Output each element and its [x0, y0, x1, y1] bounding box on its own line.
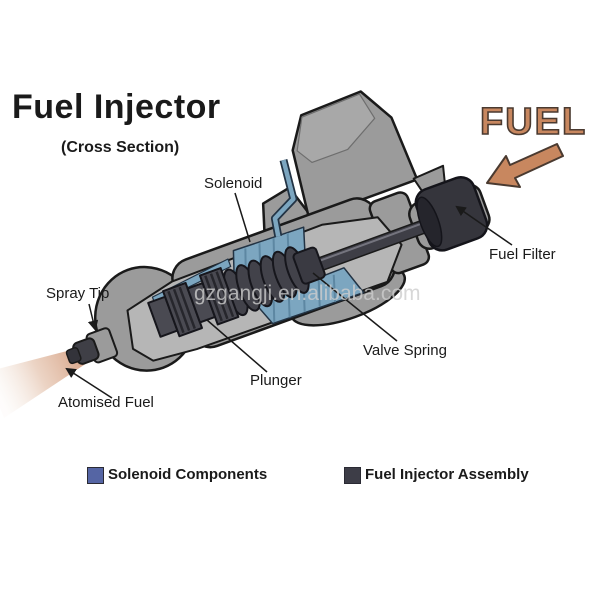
watermark: gzgangji.en.alibaba.com — [194, 282, 421, 305]
fuel-flow-arrow-icon — [486, 143, 564, 188]
spray-tip-leader-line — [87, 303, 99, 332]
armature — [292, 246, 326, 285]
page-title: Fuel Injector — [12, 88, 221, 126]
legend: Solenoid Components Fuel Injector Assemb… — [0, 466, 600, 490]
label-spray-tip: Spray Tip — [46, 285, 110, 302]
spray-tip-orifice — [65, 347, 82, 365]
label-valve-spring: Valve Spring — [363, 342, 447, 359]
assembly-color-swatch — [344, 466, 361, 484]
legend-label-solenoid: Solenoid Components — [108, 466, 268, 483]
leader-lines — [65, 192, 513, 399]
legend-item-assembly: Fuel Injector Assembly — [344, 466, 529, 484]
label-fuel-filter: Fuel Filter — [489, 246, 556, 263]
valve-spring-coil — [223, 246, 310, 317]
solenoid-winding-lower-hatch — [272, 274, 337, 322]
label-plunger: Plunger — [250, 372, 302, 389]
atomised-fuel-leader-line — [65, 367, 113, 399]
plunger-ribs — [167, 271, 235, 334]
solenoid-leader-line — [234, 192, 251, 243]
valve-spring-leader-line — [312, 272, 398, 342]
plunger-leader-line — [206, 319, 268, 373]
fuel-filter-leader-line — [455, 205, 513, 246]
legend-label-assembly: Fuel Injector Assembly — [365, 466, 529, 483]
fuel-flow-label: FUEL — [479, 100, 588, 144]
label-solenoid: Solenoid — [204, 175, 263, 192]
legend-item-solenoid: Solenoid Components — [87, 466, 267, 484]
inlet-oring — [416, 196, 443, 248]
solenoid-wire — [272, 159, 296, 237]
page-subtitle: (Cross Section) — [61, 139, 180, 156]
connector-facet — [296, 93, 376, 164]
solenoid-color-swatch — [87, 466, 104, 484]
label-atomised-fuel: Atomised Fuel — [58, 394, 154, 411]
